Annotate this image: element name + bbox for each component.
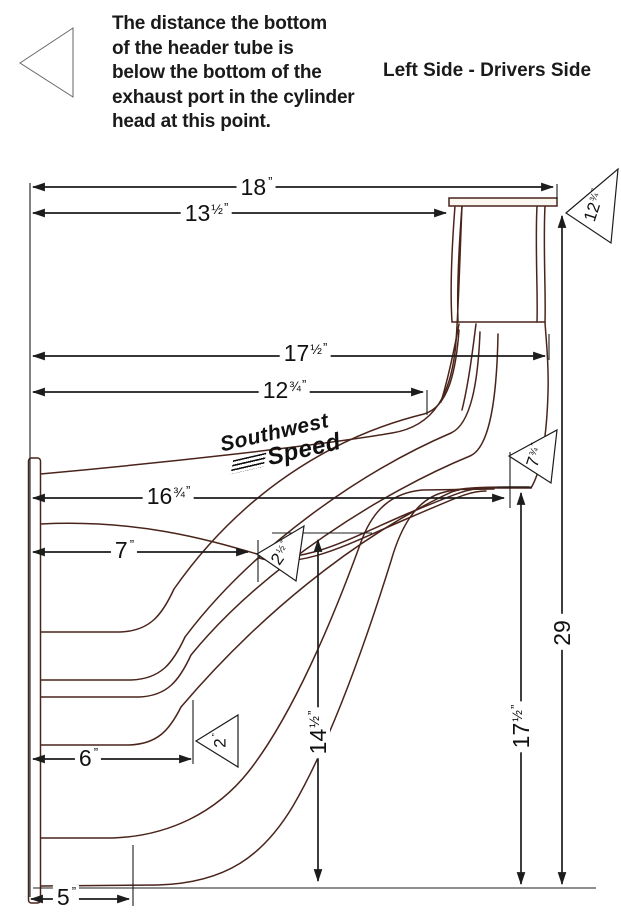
dim-whole: 5 [56, 884, 70, 910]
dim-label-12threequarter: 12¾” [258, 377, 310, 403]
legend-note-line: head at this point. [112, 111, 271, 132]
tube3-top-edge [39, 333, 499, 698]
reference-lines [29, 183, 596, 906]
dim-fraction: ¾ [173, 484, 185, 500]
dim-whole: 6 [78, 745, 92, 771]
flag-triangles [19, 27, 619, 769]
dim-label-14half-v: 14½” [305, 707, 331, 759]
dim-label-17half-v: 17½” [508, 701, 534, 753]
dim-whole: 17 [508, 722, 534, 749]
dim-unit: ” [223, 200, 228, 215]
dim-whole: 16 [146, 483, 173, 509]
collector-right-wall-inner [535, 205, 538, 323]
flag-2-triangle [194, 713, 239, 769]
dim-whole: 14 [305, 728, 331, 755]
collector-left-wall-inner [450, 205, 456, 323]
tube2-bottom-edge [39, 331, 481, 681]
dim-fraction: ½ [310, 341, 322, 357]
dim-unit: ” [210, 734, 221, 737]
dim-unit: ” [185, 483, 190, 498]
dim-label-17half-h: 17½” [279, 340, 331, 366]
dim-fraction: ½ [306, 716, 322, 728]
dim-whole: 13 [184, 200, 211, 226]
dim-label-16threequarter: 16¾” [142, 483, 194, 509]
dim-unit: ” [129, 537, 134, 552]
flag-label-2in: 2” [210, 734, 230, 748]
dim-unit: ” [305, 711, 320, 716]
dim-whole: 18 [240, 174, 267, 200]
dim-whole: 12 [262, 377, 289, 403]
dim-unit: ” [93, 745, 98, 760]
tube1-top-edge [39, 205, 463, 475]
dim-whole: 29 [549, 620, 575, 646]
header-tube-art [27, 197, 558, 904]
dim-label-7in: 7” [110, 537, 138, 563]
dim-unit: ” [71, 884, 76, 899]
dim-fraction: ½ [509, 710, 525, 722]
legend-note: The distance the bottom of the header tu… [112, 12, 380, 135]
flag-2half-triangle [255, 524, 305, 583]
legend-note-line: of the header tube is [112, 37, 294, 59]
dimension-lines [29, 182, 567, 904]
collector-flange [448, 197, 558, 207]
collector-right-wall-outer [543, 205, 546, 323]
dim-whole: 2 [210, 738, 230, 748]
dim-unit: ” [268, 174, 272, 189]
dim-unit: ” [508, 705, 523, 710]
flag-7threequarter-triangle [507, 428, 558, 485]
dim-fraction: ½ [211, 201, 223, 217]
merge-line-2 [461, 323, 477, 411]
dim-label-5in: 5” [52, 884, 80, 910]
dim-label-29-v: 29 [549, 614, 575, 650]
legend-note-line: exhaust port in the cylinder [112, 86, 355, 108]
tube2-top-edge [39, 329, 460, 633]
legend-triangle-icon [19, 27, 74, 98]
tube4-bottom-edge [39, 486, 530, 887]
dim-unit: ” [301, 377, 306, 392]
dim-unit: ” [322, 340, 327, 355]
dim-whole: 7 [114, 537, 128, 563]
tube4-top-edge [39, 488, 495, 839]
dim-whole: 17 [283, 340, 310, 366]
legend-note-line: below the bottom of the [112, 62, 322, 83]
dim-fraction: ¾ [289, 378, 301, 394]
tube3-bottom-edge [39, 489, 460, 746]
speed-lines-icon [230, 452, 267, 474]
dim-label-6in: 6” [74, 745, 102, 771]
legend-note-line: The distance the bottom [112, 13, 327, 34]
side-title: Left Side - Drivers Side [383, 60, 592, 81]
dim-label-18in: 18” [236, 174, 276, 200]
flag-12threequarter-triangle [565, 167, 619, 245]
dim-label-13half: 13½” [180, 200, 232, 226]
